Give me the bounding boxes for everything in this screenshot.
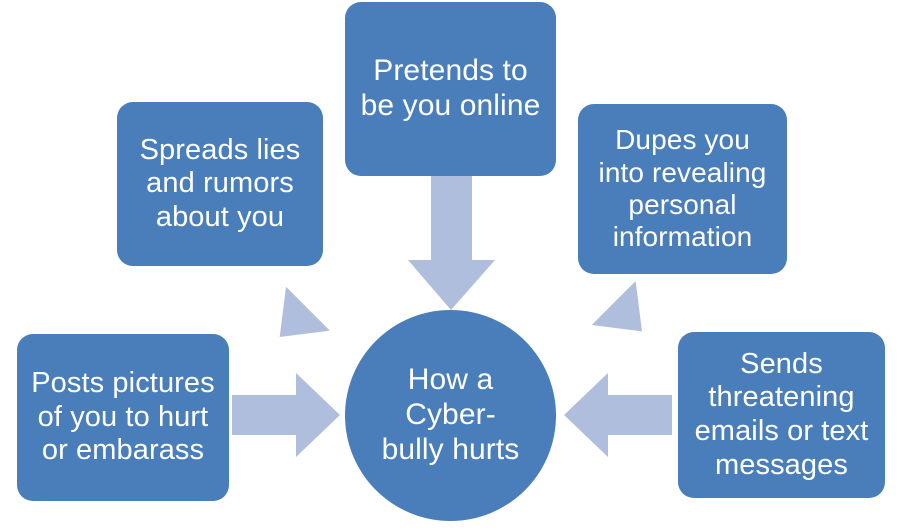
arrow-pretends-to-hub [408, 176, 495, 310]
arrow-sends-to-hub [564, 373, 672, 457]
node-spreads-lies-and-rumors[interactable]: Spreads lies and rumors about you [117, 102, 323, 266]
node-dupes-you-into-revealing-personal-information[interactable]: Dupes you into revealing personal inform… [578, 104, 787, 274]
node-label: Pretends to be you online [360, 54, 541, 122]
hub-how-a-cyberbully-hurts[interactable]: How a Cyber- bully hurts [345, 310, 556, 521]
node-sends-threatening-emails-or-text-messages[interactable]: Sends threatening emails or text message… [678, 332, 885, 498]
hub-label: How a Cyber- bully hurts [381, 363, 520, 466]
node-label: Spreads lies and rumors about you [139, 133, 301, 233]
node-posts-pictures-to-hurt-or-embarass[interactable]: Posts pictures of you to hurt or embaras… [17, 334, 229, 501]
node-label: Posts pictures of you to hurt or embaras… [31, 367, 215, 467]
node-label: Dupes you into revealing personal inform… [598, 124, 767, 253]
node-label: Sends threatening emails or text message… [694, 347, 869, 481]
arrow-posts-to-hub [232, 373, 340, 457]
node-pretends-to-be-you-online[interactable]: Pretends to be you online [345, 2, 556, 176]
arrow-spreads-to-hub [279, 257, 332, 337]
